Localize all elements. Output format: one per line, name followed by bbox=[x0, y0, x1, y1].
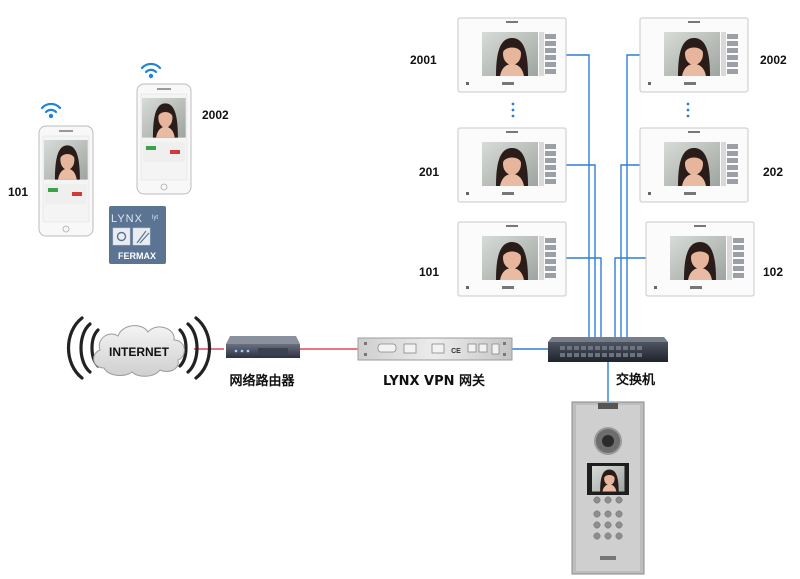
internet-cloud bbox=[67, 316, 211, 380]
switch-label: 交换机 bbox=[616, 372, 655, 388]
cloud-label: INTERNET bbox=[109, 345, 170, 359]
label-phone-101: 101 bbox=[8, 185, 28, 199]
link-monitor-202 bbox=[620, 164, 640, 340]
label-monitor-101: 101 bbox=[419, 265, 439, 279]
smartphone-2002 bbox=[137, 84, 191, 194]
gateway-label: LYNX VPN 网关 bbox=[383, 373, 485, 389]
fermax-brand-text: FERMAX bbox=[118, 251, 156, 261]
monitor-202 bbox=[640, 128, 748, 202]
signal-arcs-right bbox=[178, 316, 211, 380]
link-monitor-2001 bbox=[566, 54, 590, 340]
router-label: 网络路由器 bbox=[229, 373, 295, 389]
lynx-app-badge bbox=[109, 206, 166, 264]
ellipsis-left bbox=[511, 102, 515, 118]
monitor-101 bbox=[458, 222, 566, 296]
link-monitor-2002 bbox=[626, 54, 640, 340]
wifi-icon bbox=[40, 102, 62, 120]
blue-links bbox=[512, 54, 646, 402]
label-monitor-201: 201 bbox=[419, 165, 439, 179]
label-monitor-2002: 2002 bbox=[760, 53, 787, 67]
link-monitor-201 bbox=[566, 164, 596, 340]
monitor-102 bbox=[646, 222, 754, 296]
cloud-icon bbox=[93, 325, 185, 377]
smartphone-101 bbox=[39, 126, 93, 236]
monitor-2002 bbox=[640, 18, 748, 92]
label-monitor-202: 202 bbox=[763, 165, 783, 179]
ce-mark: CE bbox=[451, 348, 461, 355]
lynx-logo-sup: lyt bbox=[152, 215, 158, 221]
vpn-gateway-icon bbox=[357, 337, 513, 361]
monitor-2001 bbox=[458, 18, 566, 92]
ellipsis-right bbox=[686, 102, 690, 118]
label-monitor-2001: 2001 bbox=[410, 53, 437, 67]
monitor-201 bbox=[458, 128, 566, 202]
link-monitor-102 bbox=[614, 257, 646, 340]
switch-icon bbox=[548, 337, 668, 362]
door-panel-icon bbox=[571, 401, 645, 575]
lynx-logo-text: LYNX bbox=[111, 213, 143, 225]
router-icon bbox=[226, 336, 300, 358]
label-monitor-102: 102 bbox=[763, 265, 783, 279]
link-monitor-101 bbox=[566, 257, 602, 340]
wifi-icon bbox=[140, 62, 162, 80]
label-phone-2002: 2002 bbox=[202, 108, 229, 122]
signal-arcs-left bbox=[67, 316, 100, 380]
